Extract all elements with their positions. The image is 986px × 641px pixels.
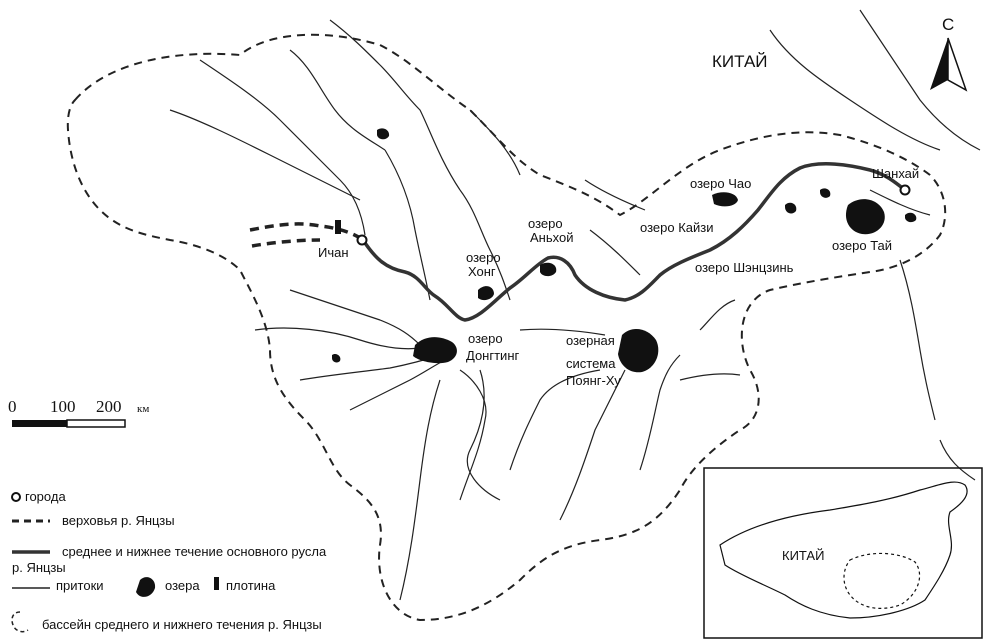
legend: города верховья р. Янцзы среднее и нижне… — [11, 489, 327, 633]
legend-lakes: озера — [165, 578, 200, 593]
label-shanghai: Шанхай — [872, 166, 919, 181]
label-lake-shengjin: озеро Шэнцзинь — [695, 260, 794, 275]
legend-basin-symbol — [11, 611, 29, 633]
legend-dam-symbol — [214, 577, 219, 590]
label-lake-anhui-2: Аньхой — [530, 230, 573, 245]
main-channel — [361, 162, 907, 322]
label-lake-kaizi: озеро Кайзи — [640, 220, 714, 235]
inset-country-label: КИТАЙ — [782, 548, 824, 563]
legend-basin: бассейн среднего и нижнего течения р. Ян… — [42, 617, 322, 632]
label-lake-tai: озеро Тай — [832, 238, 892, 253]
label-lake-anhui-1: озеро — [528, 216, 563, 231]
scale-tick-200: 200 — [96, 397, 122, 416]
scale-unit: км — [137, 403, 149, 415]
label-poyang-3: Поянг-Ху — [566, 373, 621, 388]
label-lake-chao: озеро Чао — [690, 176, 751, 191]
label-poyang-2: система — [566, 356, 616, 371]
lakes — [332, 128, 917, 373]
label-yichang: Ичан — [318, 245, 349, 260]
label-lake-hong-1: озеро — [466, 250, 501, 265]
north-arrow: С — [930, 15, 968, 92]
scale-tick-100: 100 — [50, 397, 76, 416]
label-lake-hong-2: Хонг — [468, 264, 496, 279]
north-label: С — [942, 15, 954, 34]
legend-cities: города — [25, 489, 66, 504]
legend-main-1: среднее и нижнее течение основного русла — [62, 544, 327, 559]
legend-lake-symbol — [136, 577, 156, 597]
city-marker-shanghai — [899, 184, 911, 196]
legend-city-symbol — [11, 492, 21, 502]
basin-boundary — [66, 33, 947, 622]
scale-bar: 0 100 200 км — [8, 397, 149, 428]
upper-reaches-line-2 — [251, 238, 321, 248]
label-lake-dongting-1: озеро — [468, 331, 503, 346]
legend-tributaries: притоки — [56, 578, 104, 593]
label-poyang-1: озерная — [566, 333, 615, 348]
legend-upper: верховья р. Янцзы — [62, 513, 175, 528]
scale-tick-0: 0 — [8, 397, 17, 416]
legend-main-2: р. Янцзы — [12, 560, 66, 575]
inset-china-outline — [719, 481, 968, 619]
dam-marker — [335, 220, 341, 234]
city-marker-yichang — [356, 234, 368, 246]
country-label: КИТАЙ — [712, 52, 768, 71]
upper-reaches-line — [249, 222, 365, 242]
legend-dam: плотина — [226, 578, 276, 593]
label-lake-dongting-2: Донгтинг — [466, 348, 519, 363]
inset-map: КИТАЙ — [703, 467, 983, 639]
